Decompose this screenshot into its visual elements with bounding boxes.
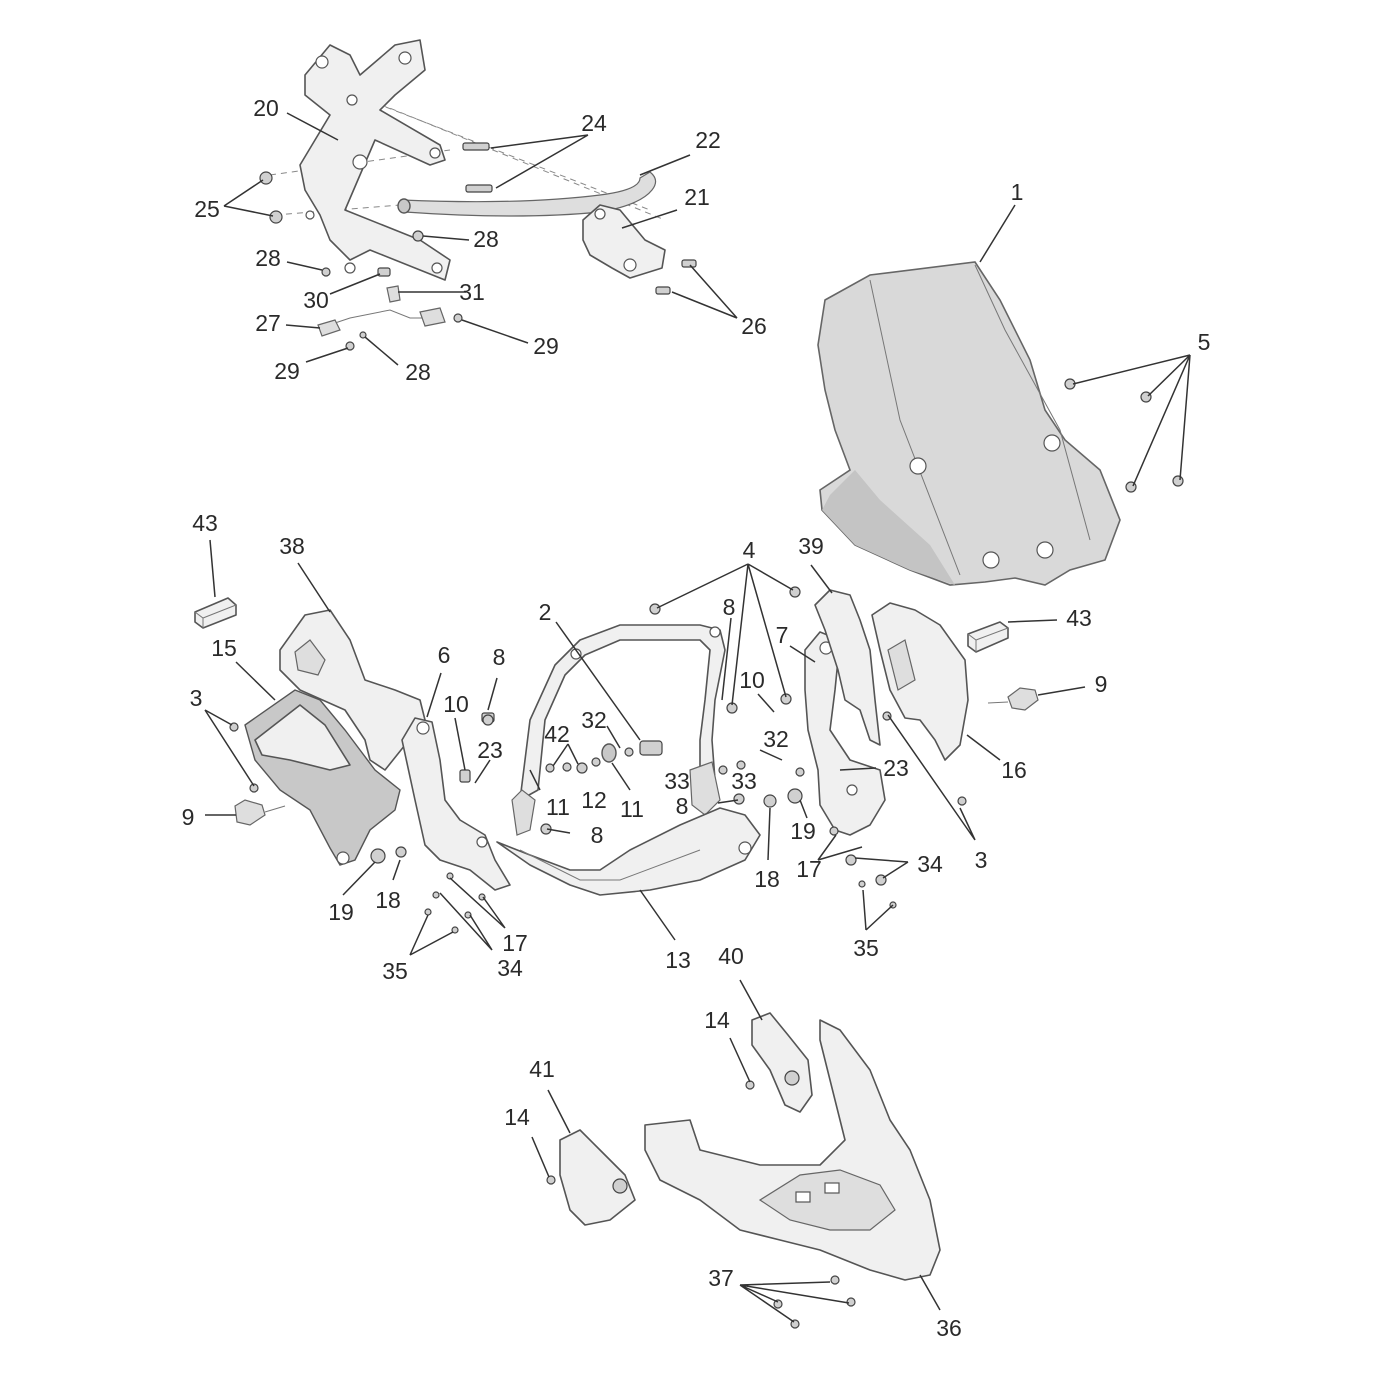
callout-34: 34 [497, 955, 523, 981]
callout-3: 3 [190, 685, 203, 711]
callout-21: 21 [684, 184, 710, 210]
callout-42: 42 [544, 721, 570, 747]
callout-10: 10 [739, 667, 765, 693]
left-panels [194, 597, 511, 934]
callout-13: 13 [665, 947, 691, 973]
callout-30: 30 [303, 287, 329, 313]
bracket-20 [299, 39, 451, 281]
callout-27: 27 [255, 310, 281, 336]
beak-assembly [546, 1012, 941, 1329]
callout-23: 23 [477, 737, 503, 763]
callout-33: 33 [731, 768, 757, 794]
mount-bracket-assembly [259, 39, 697, 351]
callout-12: 12 [581, 787, 607, 813]
callout-40: 40 [718, 943, 744, 969]
callout-34: 34 [917, 851, 943, 877]
callout-14: 14 [504, 1104, 530, 1130]
knob-9-right [1007, 687, 1039, 711]
callout-11: 11 [546, 794, 570, 820]
callout-26: 26 [741, 313, 767, 339]
callout-39: 39 [798, 533, 824, 559]
callout-7: 7 [776, 622, 789, 648]
callout-25: 25 [194, 196, 220, 222]
callout-43: 43 [192, 510, 218, 536]
callout-18: 18 [375, 887, 401, 913]
callout-10: 10 [443, 691, 469, 717]
callout-33: 33 [664, 768, 690, 794]
callout-8: 8 [723, 594, 736, 620]
callout-19: 19 [328, 899, 354, 925]
callout-15: 15 [211, 635, 237, 661]
center-frame [482, 586, 803, 896]
crossbar-22 [401, 171, 657, 217]
callout-9: 9 [182, 804, 195, 830]
callout-3: 3 [975, 847, 988, 873]
callout-28: 28 [473, 226, 499, 252]
windscreen-1 [817, 261, 1184, 586]
foam-43-right [967, 621, 1009, 653]
callout-17: 17 [502, 930, 528, 956]
callout-14: 14 [704, 1007, 730, 1033]
callout-8: 8 [591, 822, 604, 848]
callout-5: 5 [1198, 329, 1211, 355]
callout-11: 11 [620, 796, 644, 822]
leader-lines [204, 112, 1191, 1323]
callout-8: 8 [676, 793, 689, 819]
callout-36: 36 [936, 1315, 962, 1341]
callout-2: 2 [539, 599, 552, 625]
harness-27 [319, 309, 440, 329]
bracket-41 [559, 1129, 636, 1226]
panel-16 [871, 602, 969, 761]
callout-23: 23 [883, 755, 909, 781]
callout-18: 18 [754, 866, 780, 892]
callout-17: 17 [796, 856, 822, 882]
callout-labels: 1 2 3 3 4 5 6 7 8 8 8 8 9 9 10 10 11 11 … [182, 95, 1211, 1341]
right-panels [795, 589, 1039, 909]
callout-20: 20 [253, 95, 279, 121]
bracket-21 [582, 204, 666, 279]
callout-31: 31 [459, 279, 485, 305]
callout-8: 8 [493, 644, 506, 670]
callout-32: 32 [763, 726, 789, 752]
callout-32: 32 [581, 707, 607, 733]
callout-43: 43 [1066, 605, 1092, 631]
callout-29: 29 [533, 333, 559, 359]
cowl-13 [496, 807, 761, 896]
callout-9: 9 [1095, 671, 1108, 697]
callout-37: 37 [708, 1265, 734, 1291]
callout-41: 41 [529, 1056, 555, 1082]
knob-9-left [234, 799, 266, 826]
callout-24: 24 [581, 110, 607, 136]
callout-1: 1 [1011, 179, 1024, 205]
callout-35: 35 [382, 958, 408, 984]
callout-38: 38 [279, 533, 305, 559]
bolts-top [259, 142, 697, 295]
bracket-40 [751, 1012, 813, 1113]
callout-4: 4 [743, 537, 756, 563]
callout-16: 16 [1001, 757, 1027, 783]
callout-6: 6 [438, 642, 451, 668]
callout-29: 29 [274, 358, 300, 384]
callout-35: 35 [853, 935, 879, 961]
callout-22: 22 [695, 127, 721, 153]
bracket-33-right [689, 761, 721, 816]
panel-39 [814, 589, 881, 746]
callout-28: 28 [405, 359, 431, 385]
callout-19: 19 [790, 818, 816, 844]
callout-28: 28 [255, 245, 281, 271]
